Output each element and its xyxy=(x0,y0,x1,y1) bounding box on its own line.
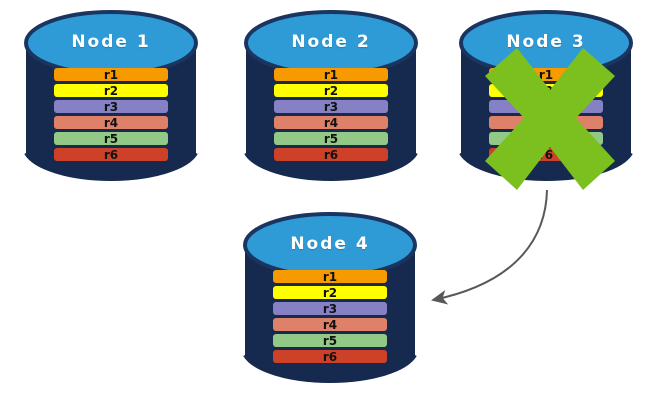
node-3-row-r2: r2 xyxy=(489,84,603,97)
node-1-row-r4: r4 xyxy=(54,116,168,129)
node-2[interactable]: Node 2 r1 r2 r3 r4 r5 r6 xyxy=(244,10,418,186)
node-1[interactable]: Node 1 r1 r2 r3 r4 r5 r6 xyxy=(24,10,198,186)
node-4-row-r4: r4 xyxy=(273,318,387,331)
node-1-row-r3: r3 xyxy=(54,100,168,113)
node-2-row-r4: r4 xyxy=(274,116,388,129)
node-1-rows: r1 r2 r3 r4 r5 r6 xyxy=(24,68,198,161)
node-4[interactable]: Node 4 r1 r2 r3 r4 r5 r6 xyxy=(243,212,417,388)
node-4-row-r5: r5 xyxy=(273,334,387,347)
node-2-row-r5: r5 xyxy=(274,132,388,145)
node-1-row-r1: r1 xyxy=(54,68,168,81)
node-4-row-r1: r1 xyxy=(273,270,387,283)
node-1-row-r2: r2 xyxy=(54,84,168,97)
node-4-row-r6: r6 xyxy=(273,350,387,363)
node-3-row-r4: r4 xyxy=(489,116,603,129)
node-4-rows: r1 r2 r3 r4 r5 r6 xyxy=(243,270,417,363)
node-4-row-r2: r2 xyxy=(273,286,387,299)
node-1-row-r6: r6 xyxy=(54,148,168,161)
replication-arrow-path xyxy=(431,189,548,305)
node-3-row-r6: r6 xyxy=(489,148,603,161)
node-1-row-r5: r5 xyxy=(54,132,168,145)
node-3-row-r5: r5 xyxy=(489,132,603,145)
node-2-row-r2: r2 xyxy=(274,84,388,97)
node-3-row-r1: r1 xyxy=(489,68,603,81)
node-2-row-r6: r6 xyxy=(274,148,388,161)
node-2-rows: r1 r2 r3 r4 r5 r6 xyxy=(244,68,418,161)
node-3[interactable]: Node 3 r1 r2 r3 r4 r5 r6 xyxy=(459,10,633,190)
node-4-row-r3: r3 xyxy=(273,302,387,315)
node-2-row-r3: r3 xyxy=(274,100,388,113)
node-3-rows: r1 r2 r3 r4 r5 r6 xyxy=(459,68,633,161)
node-2-row-r1: r1 xyxy=(274,68,388,81)
node-3-row-r3: r3 xyxy=(489,100,603,113)
